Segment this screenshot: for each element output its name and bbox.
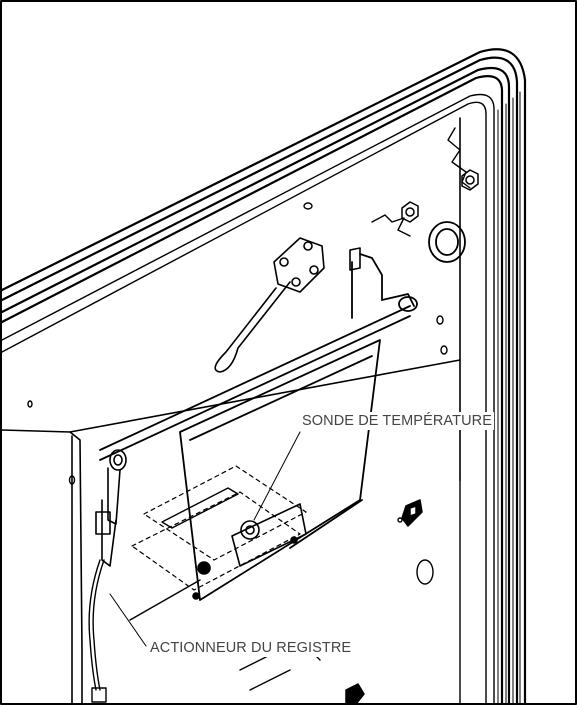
hex-bolt [401, 201, 419, 223]
leader-line-actionneur [109, 593, 147, 647]
mounting-holes [27, 202, 448, 585]
probe-window [131, 465, 307, 591]
bracket-plate [273, 237, 325, 293]
damper-actuator [88, 449, 127, 703]
bottom-clip [345, 683, 365, 705]
door-panel [1, 117, 461, 705]
gasket-inner-stripes [497, 91, 521, 705]
hex-bolt [461, 169, 479, 191]
wire-clip [401, 499, 423, 527]
temperature-probe-label: SONDE DE TEMPÉRATURE [300, 412, 494, 430]
round-port [428, 221, 466, 263]
spring-rod [214, 281, 291, 373]
panel-cutout-edge-2 [371, 214, 411, 237]
leader-line-sonde [253, 431, 301, 521]
door-gasket [0, 48, 527, 705]
probe-slot [161, 487, 239, 529]
temperature-probe [192, 503, 307, 600]
damper-actuator-label: ACTIONNEUR DU REGISTRE [148, 639, 354, 657]
damper-frame [99, 253, 418, 601]
